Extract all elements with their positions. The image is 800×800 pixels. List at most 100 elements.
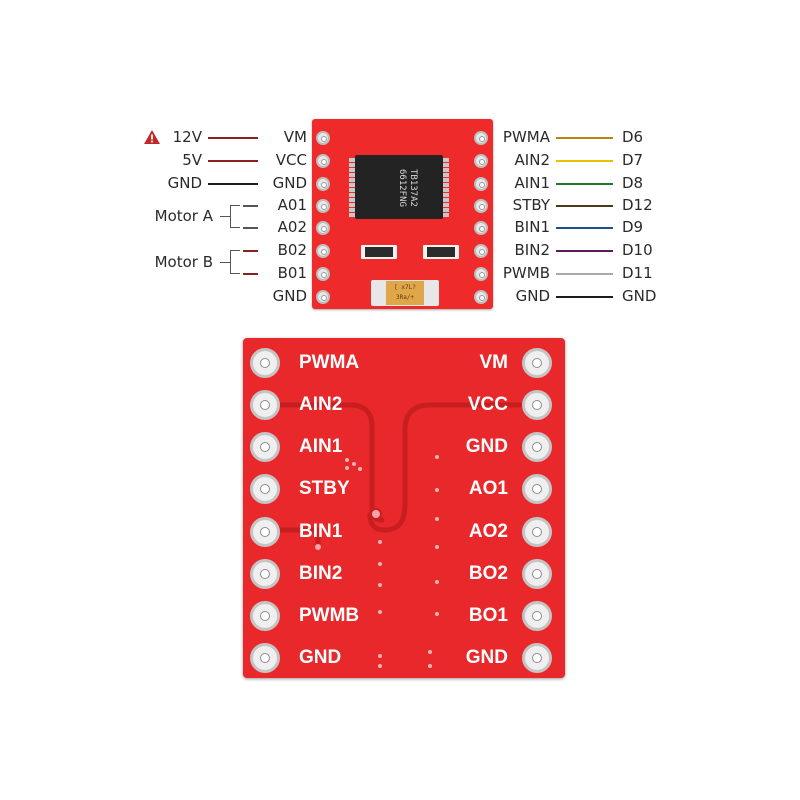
- small-right-hole-1: [474, 131, 488, 145]
- via: [352, 462, 356, 466]
- pin-label-pwma: PWMA: [502, 128, 550, 146]
- wire-gnd-right: [556, 296, 613, 298]
- chip-leg: [349, 208, 355, 212]
- pin-label-bin1: BIN1: [514, 218, 550, 236]
- big-label-pwma: PWMA: [299, 352, 360, 373]
- pin-label-stby: STBY: [512, 196, 550, 214]
- wire-bin2: [556, 250, 613, 252]
- big-label-gnd: GND: [465, 436, 508, 457]
- wire-pwmb: [556, 273, 613, 275]
- wire-pwma: [556, 137, 613, 139]
- chip-leg: [443, 163, 449, 167]
- via: [428, 664, 432, 668]
- via: [345, 458, 349, 462]
- motor-b-bracket-mid: [220, 262, 230, 263]
- big-label-ao1: AO1: [468, 478, 508, 499]
- small-left-hole-7: [316, 267, 330, 281]
- small-left-hole-4: [316, 199, 330, 213]
- large-right-hole-4: [522, 474, 552, 504]
- large-left-hole-1: [250, 348, 280, 378]
- small-left-hole-8: [316, 290, 330, 304]
- arduino-pin-gnd: GND: [622, 287, 657, 305]
- wire-stby: [556, 205, 613, 207]
- small-left-hole-6: [316, 244, 330, 258]
- chip-marking: TB137A2 6612FNG: [388, 160, 418, 216]
- via: [358, 467, 362, 471]
- chip-leg: [443, 183, 449, 187]
- chip-leg: [443, 198, 449, 202]
- wire-ain2: [556, 160, 613, 162]
- arduino-pin-d10: D10: [622, 241, 653, 259]
- arduino-pin-d11: D11: [622, 264, 653, 282]
- big-label-bo2: BO2: [468, 563, 508, 584]
- wire-vcc: [208, 160, 258, 162]
- tantalum-capacitor: [ x7L? 3Ra/+: [386, 281, 424, 305]
- chip-leg: [349, 193, 355, 197]
- via: [435, 517, 439, 521]
- large-left-hole-8: [250, 643, 280, 673]
- large-left-hole-3: [250, 432, 280, 462]
- pin-label-bin2: BIN2: [514, 241, 550, 259]
- small-left-hole-3: [316, 177, 330, 191]
- arduino-pin-d9: D9: [622, 218, 644, 236]
- chip-leg: [443, 173, 449, 177]
- chip-leg: [349, 203, 355, 207]
- motor-b-bracket-top: [230, 250, 240, 251]
- via: [345, 466, 349, 470]
- wire-b02: [243, 250, 258, 252]
- via: [378, 540, 382, 544]
- big-label-stby: STBY: [299, 478, 350, 499]
- via: [378, 562, 382, 566]
- motor-a-bracket-bottom: [230, 227, 240, 228]
- via: [435, 580, 439, 584]
- pin-label-vm: VM: [283, 128, 307, 146]
- motor-b-bracket: [230, 250, 231, 273]
- pin-label-a02: A02: [277, 218, 307, 236]
- warning-icon: [144, 130, 160, 144]
- small-right-hole-6: [474, 244, 488, 258]
- small-right-hole-7: [474, 267, 488, 281]
- pin-label-ain1: AIN1: [514, 174, 550, 192]
- via: [378, 610, 382, 614]
- big-label-ain2: AIN2: [299, 394, 343, 415]
- large-right-hole-7: [522, 601, 552, 631]
- small-right-hole-2: [474, 154, 488, 168]
- chip-leg: [349, 188, 355, 192]
- via: [428, 650, 432, 654]
- wire-gnd: [208, 183, 258, 185]
- driver-chip: [355, 155, 443, 219]
- chip-leg: [349, 198, 355, 202]
- arduino-pin-d8: D8: [622, 174, 644, 192]
- motor-b-label: Motor B: [154, 253, 213, 271]
- big-label-gnd-right: GND: [465, 647, 508, 668]
- chip-leg: [349, 158, 355, 162]
- trace-via-2: [315, 544, 321, 550]
- source-label-gnd: GND: [167, 174, 202, 192]
- pin-label-b01: B01: [277, 264, 307, 282]
- via: [435, 488, 439, 492]
- motor-a-bracket-top: [230, 205, 240, 206]
- via: [378, 583, 382, 587]
- small-right-hole-5: [474, 221, 488, 235]
- via: [378, 664, 382, 668]
- chip-leg: [443, 158, 449, 162]
- chip-marking-line-2: 6612FNG: [397, 169, 407, 207]
- big-label-gnd-left: GND: [299, 647, 342, 668]
- motor-b-bracket-bottom: [230, 273, 240, 274]
- source-label-5v: 5V: [182, 151, 202, 169]
- chip-leg: [349, 168, 355, 172]
- small-left-hole-2: [316, 154, 330, 168]
- chip-leg: [349, 213, 355, 217]
- via: [378, 654, 382, 658]
- arduino-pin-d7: D7: [622, 151, 644, 169]
- chip-leg: [443, 208, 449, 212]
- chip-leg: [349, 163, 355, 167]
- via: [435, 545, 439, 549]
- big-label-vcc: VCC: [467, 394, 508, 415]
- capacitor-marking-line-1: [ x7L?: [394, 284, 416, 291]
- large-right-hole-5: [522, 517, 552, 547]
- big-label-bin1: BIN1: [299, 521, 343, 542]
- chip-leg: [443, 168, 449, 172]
- small-right-hole-4: [474, 199, 488, 213]
